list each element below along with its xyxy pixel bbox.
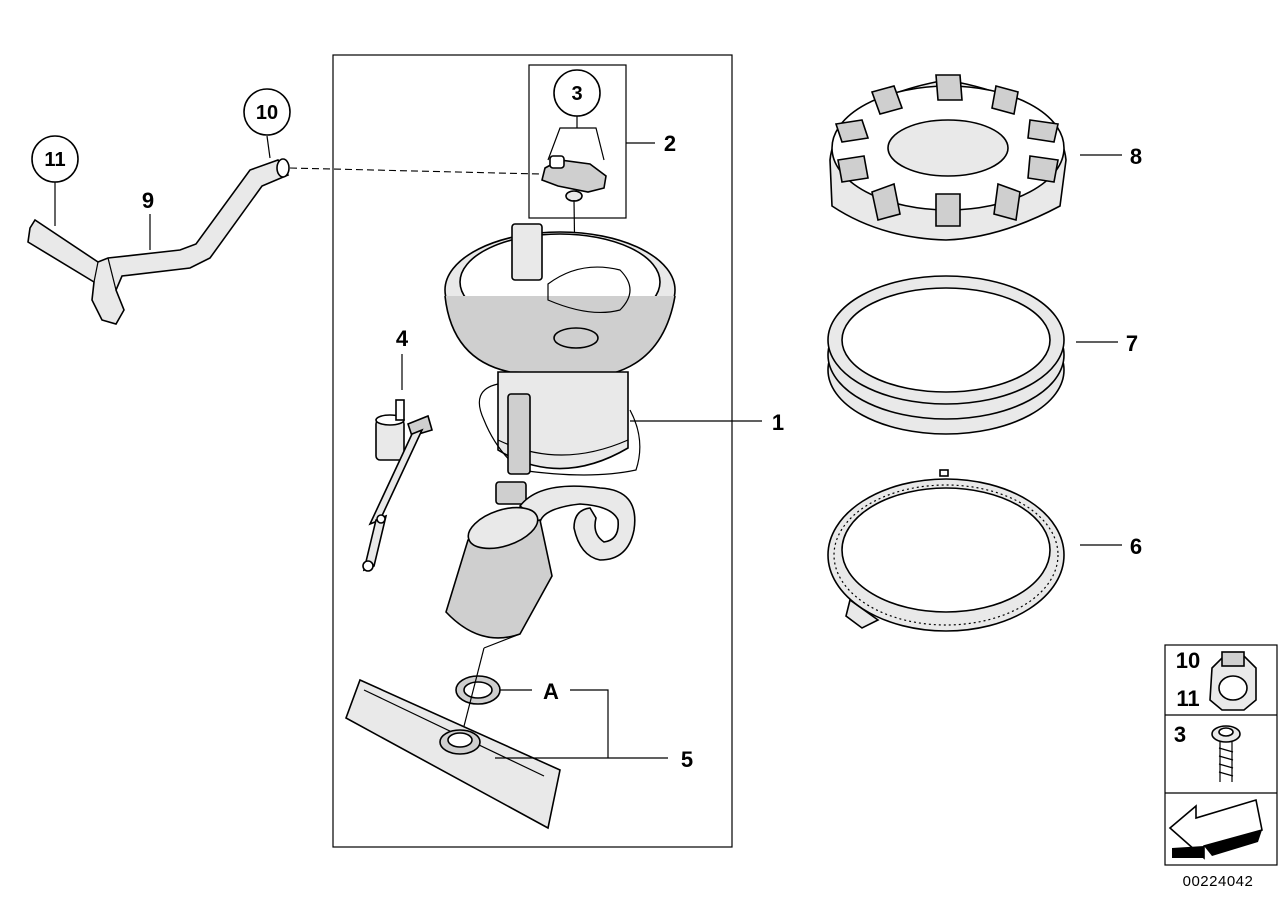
seal-ring <box>455 675 501 705</box>
sensor-detail-frame <box>528 64 627 219</box>
pressure-sensor <box>541 155 607 202</box>
screw-icon <box>1211 725 1241 782</box>
leader-10 <box>266 135 271 159</box>
fuel-filter <box>345 678 561 830</box>
hose-connector-dash <box>289 167 541 175</box>
part-number-2: 2 <box>664 131 676 156</box>
part-number-11: 11 <box>44 149 65 171</box>
legend-panel: 10 11 3 <box>1164 644 1278 866</box>
callout-11: 11 <box>31 135 79 183</box>
locking-ring <box>827 469 1065 632</box>
hose-clamp-icon <box>1209 651 1257 711</box>
tank-cover-cap <box>829 74 1067 241</box>
legend-number-10: 10 <box>1176 648 1200 673</box>
document-id: 00224042 <box>1183 873 1254 890</box>
part-number-5: 5 <box>681 747 693 772</box>
assembly-frame <box>332 54 733 848</box>
part-number-10: 10 <box>256 102 278 124</box>
legend-number-3: 3 <box>1174 722 1186 747</box>
part-number-1: 1 <box>772 410 784 435</box>
callout-3: 3 <box>553 69 601 117</box>
part-number-4: 4 <box>396 326 409 351</box>
part-number-6: 6 <box>1130 534 1142 559</box>
orientation-arrow-icon <box>1168 798 1263 860</box>
group-label-a: A <box>543 679 559 704</box>
part-number-7: 7 <box>1126 331 1138 356</box>
sealing-gasket <box>827 275 1065 435</box>
fuel-level-sensor <box>362 399 433 572</box>
fuel-pump-module <box>444 223 676 649</box>
part-number-9: 9 <box>142 188 154 213</box>
part-number-8: 8 <box>1130 144 1142 169</box>
fuel-hose <box>27 158 290 325</box>
leader-A-5 <box>495 689 668 759</box>
pump-drop-line <box>461 647 485 735</box>
callout-10: 10 <box>243 88 291 136</box>
legend-number-11: 11 <box>1176 686 1199 711</box>
leader-3 <box>547 116 605 161</box>
part-number-3: 3 <box>571 83 582 105</box>
